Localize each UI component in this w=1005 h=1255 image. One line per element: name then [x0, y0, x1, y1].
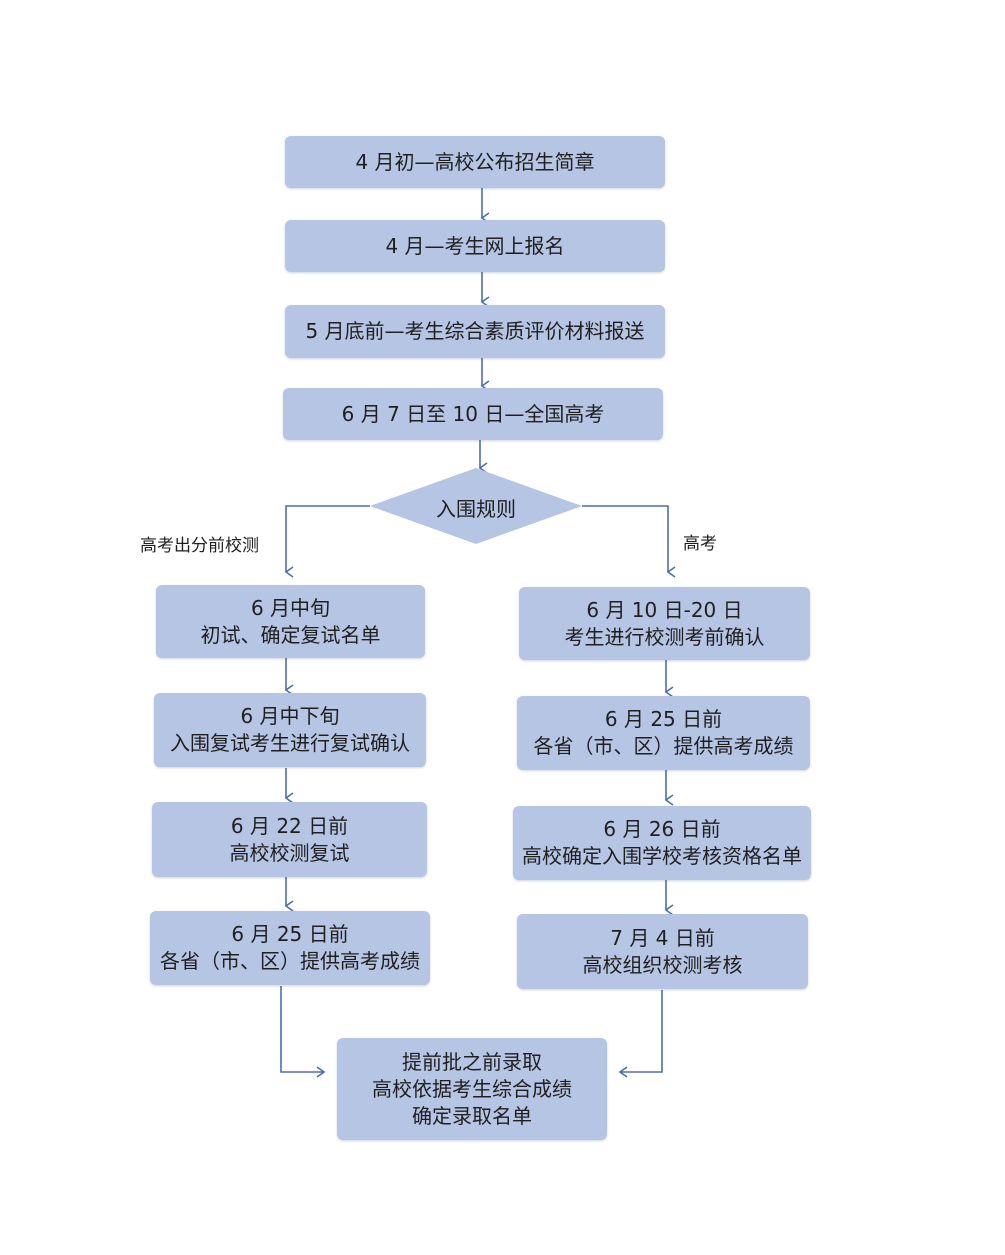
left-box-1: 6 月中旬 初试、确定复试名单: [156, 585, 425, 658]
right-box-3-desc: 高校确定入围学校考核资格名单: [522, 844, 802, 868]
right-box-4: 7 月 4 日前 高校组织校测考核: [517, 914, 808, 989]
left-box-2-desc: 入围复试考生进行复试确认: [170, 731, 410, 755]
step-1-box: 4 月初—高校公布招生简章: [285, 136, 665, 188]
right-box-1: 6 月 10 日-20 日 考生进行校测考前确认: [519, 587, 810, 660]
left-box-1-desc: 初试、确定复试名单: [200, 622, 381, 647]
right-box-2-title: 6 月 25 日前: [604, 707, 723, 731]
left-box-4-desc: 各省（市、区）提供高考成绩: [160, 949, 420, 973]
right-box-4-title: 7 月 4 日前: [610, 925, 715, 950]
left-box-3-title: 6 月 22 日前: [230, 813, 349, 838]
step-1-text: 4 月初—高校公布招生简章: [355, 149, 595, 174]
arrow-left-to-final: [280, 986, 326, 1078]
arrow-left-branch: [284, 505, 370, 578]
left-box-1-title: 6 月中旬: [250, 595, 331, 620]
final-line-1: 提前批之前录取: [402, 1049, 542, 1074]
left-box-3-desc: 高校校测复试: [229, 840, 350, 865]
left-box-3: 6 月 22 日前 高校校测复试: [152, 802, 427, 877]
right-box-4-desc: 高校组织校测考核: [582, 952, 743, 977]
arrow-right-branch: [582, 505, 676, 578]
step-2-text: 4 月—考生网上报名: [385, 233, 565, 258]
right-box-1-title: 6 月 10 日-20 日: [586, 597, 743, 622]
step-2-box: 4 月—考生网上报名: [285, 220, 665, 272]
final-box: 提前批之前录取 高校依据考生综合成绩 确定录取名单: [337, 1038, 607, 1140]
step-4-text: 6 月 7 日至 10 日—全国高考: [341, 401, 605, 426]
right-box-3-title: 6 月 26 日前: [603, 817, 721, 841]
decision-diamond: [370, 468, 582, 544]
step-3-box: 5 月底前—考生综合素质评价材料报送: [285, 305, 665, 358]
right-box-3: 6 月 26 日前 高校确定入围学校考核资格名单: [513, 806, 811, 880]
left-box-4: 6 月 25 日前 各省（市、区）提供高考成绩: [150, 911, 430, 985]
right-box-1-desc: 考生进行校测考前确认: [564, 624, 765, 649]
left-box-4-title: 6 月 25 日前: [231, 922, 349, 946]
step-3-text: 5 月底前—考生综合素质评价材料报送: [305, 319, 645, 343]
left-box-2-title: 6 月中下旬: [240, 704, 340, 728]
final-line-3: 确定录取名单: [412, 1103, 532, 1128]
arrow-right-to-final: [618, 990, 663, 1078]
right-box-2-desc: 各省（市、区）提供高考成绩: [533, 734, 794, 758]
left-box-2: 6 月中下旬 入围复试考生进行复试确认: [154, 693, 426, 767]
right-box-2: 6 月 25 日前 各省（市、区）提供高考成绩: [517, 696, 810, 770]
left-branch-label: 高考出分前校测: [140, 536, 259, 556]
decision-label: 入围规则: [436, 497, 516, 521]
final-line-2: 高校依据考生综合成绩: [372, 1076, 572, 1101]
right-branch-label: 高考: [683, 534, 717, 554]
step-4-box: 6 月 7 日至 10 日—全国高考: [283, 388, 663, 440]
